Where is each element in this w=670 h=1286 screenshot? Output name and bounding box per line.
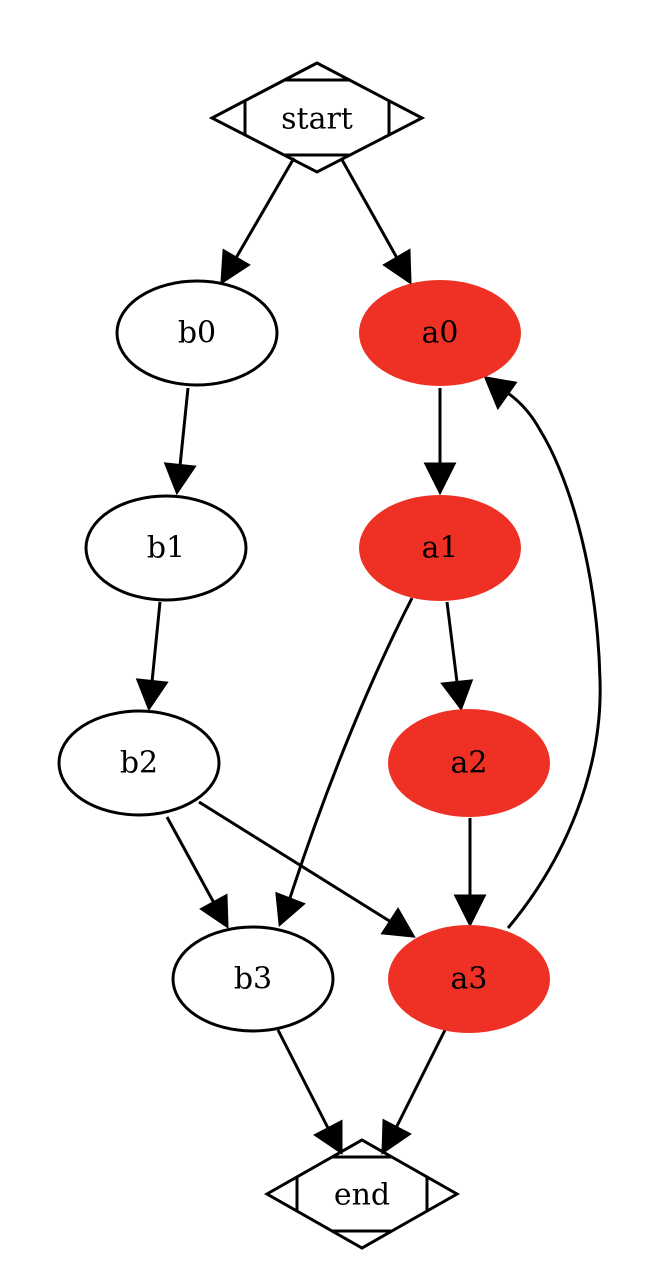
node-start-label: start xyxy=(281,102,353,137)
node-end-label: end xyxy=(334,1178,390,1213)
edge-a1-b3 xyxy=(275,597,414,928)
node-b0: b0 xyxy=(115,279,279,387)
node-start: start xyxy=(208,61,426,174)
node-b0-label: b0 xyxy=(178,316,216,351)
edge-a0-a1 xyxy=(423,388,457,496)
node-end: end xyxy=(263,1138,461,1250)
node-b1: b1 xyxy=(84,494,248,602)
node-a0-label: a0 xyxy=(422,316,459,351)
edge-b0-b1 xyxy=(163,387,197,496)
nodes: start b0 a0 b1 a1 b2 a2 xyxy=(57,61,550,1250)
node-a3-label: a3 xyxy=(451,962,488,997)
edge-b2-b3 xyxy=(165,816,229,929)
edge-a3-a0 xyxy=(483,376,602,929)
edge-a2-a3 xyxy=(453,818,487,928)
edges xyxy=(135,157,602,1155)
edge-start-a0 xyxy=(339,157,412,285)
node-a0: a0 xyxy=(359,280,521,386)
node-a2-label: a2 xyxy=(451,746,488,781)
edge-b1-b2 xyxy=(135,601,169,712)
node-b2: b2 xyxy=(57,709,221,817)
node-b3: b3 xyxy=(171,925,335,1033)
edge-a1-a2 xyxy=(440,601,474,712)
edge-b3-end xyxy=(276,1029,343,1155)
node-b2-label: b2 xyxy=(120,746,158,781)
node-b3-label: b3 xyxy=(234,962,272,997)
node-a1: a1 xyxy=(359,495,521,601)
node-b1-label: b1 xyxy=(147,531,185,566)
edge-a3-end xyxy=(381,1029,447,1155)
edge-start-b0 xyxy=(220,157,296,285)
node-a1-label: a1 xyxy=(422,531,459,566)
node-a2: a2 xyxy=(388,709,550,817)
edge-b2-a3 xyxy=(198,800,416,938)
node-a3: a3 xyxy=(388,925,550,1033)
